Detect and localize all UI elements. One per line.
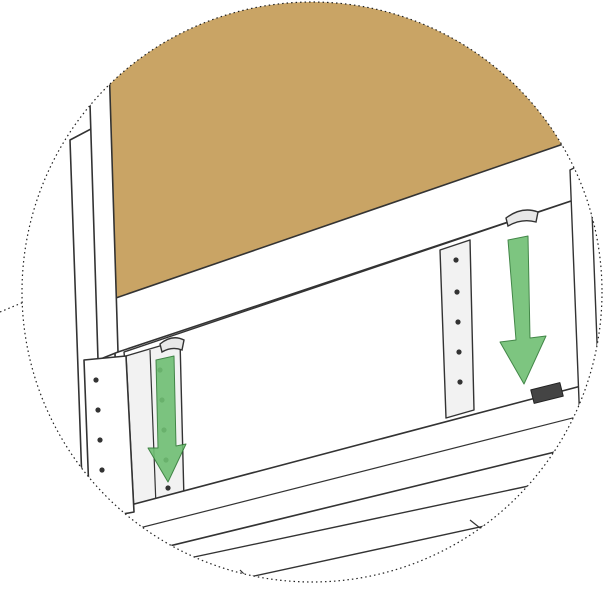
slotted-upright: [439, 239, 475, 419]
detail-circle-outline: [21, 1, 603, 583]
mounting-hole: [97, 437, 103, 443]
mounting-hole: [95, 407, 101, 413]
mounting-hole: [457, 379, 463, 385]
clip-icon: [159, 337, 185, 354]
label-plate: [530, 382, 564, 404]
post-holes: [93, 377, 105, 473]
mounting-hole: [165, 485, 171, 491]
lower-leg-line: [469, 519, 521, 561]
mounting-hole: [455, 319, 461, 325]
mounting-hole: [453, 257, 459, 263]
mounting-hole: [456, 349, 462, 355]
bottom-rail-edge: [107, 409, 602, 537]
mounting-hole: [454, 289, 460, 295]
down-arrow-icon: [147, 355, 187, 483]
mounting-hole: [99, 467, 105, 473]
clip-icon: [505, 209, 539, 228]
upright-holes: [453, 257, 463, 385]
mounting-hole: [93, 377, 99, 383]
leader-line: [0, 301, 25, 313]
front-post: [83, 355, 135, 521]
down-arrow-icon: [499, 235, 547, 385]
upright-edge-line: [149, 349, 157, 507]
